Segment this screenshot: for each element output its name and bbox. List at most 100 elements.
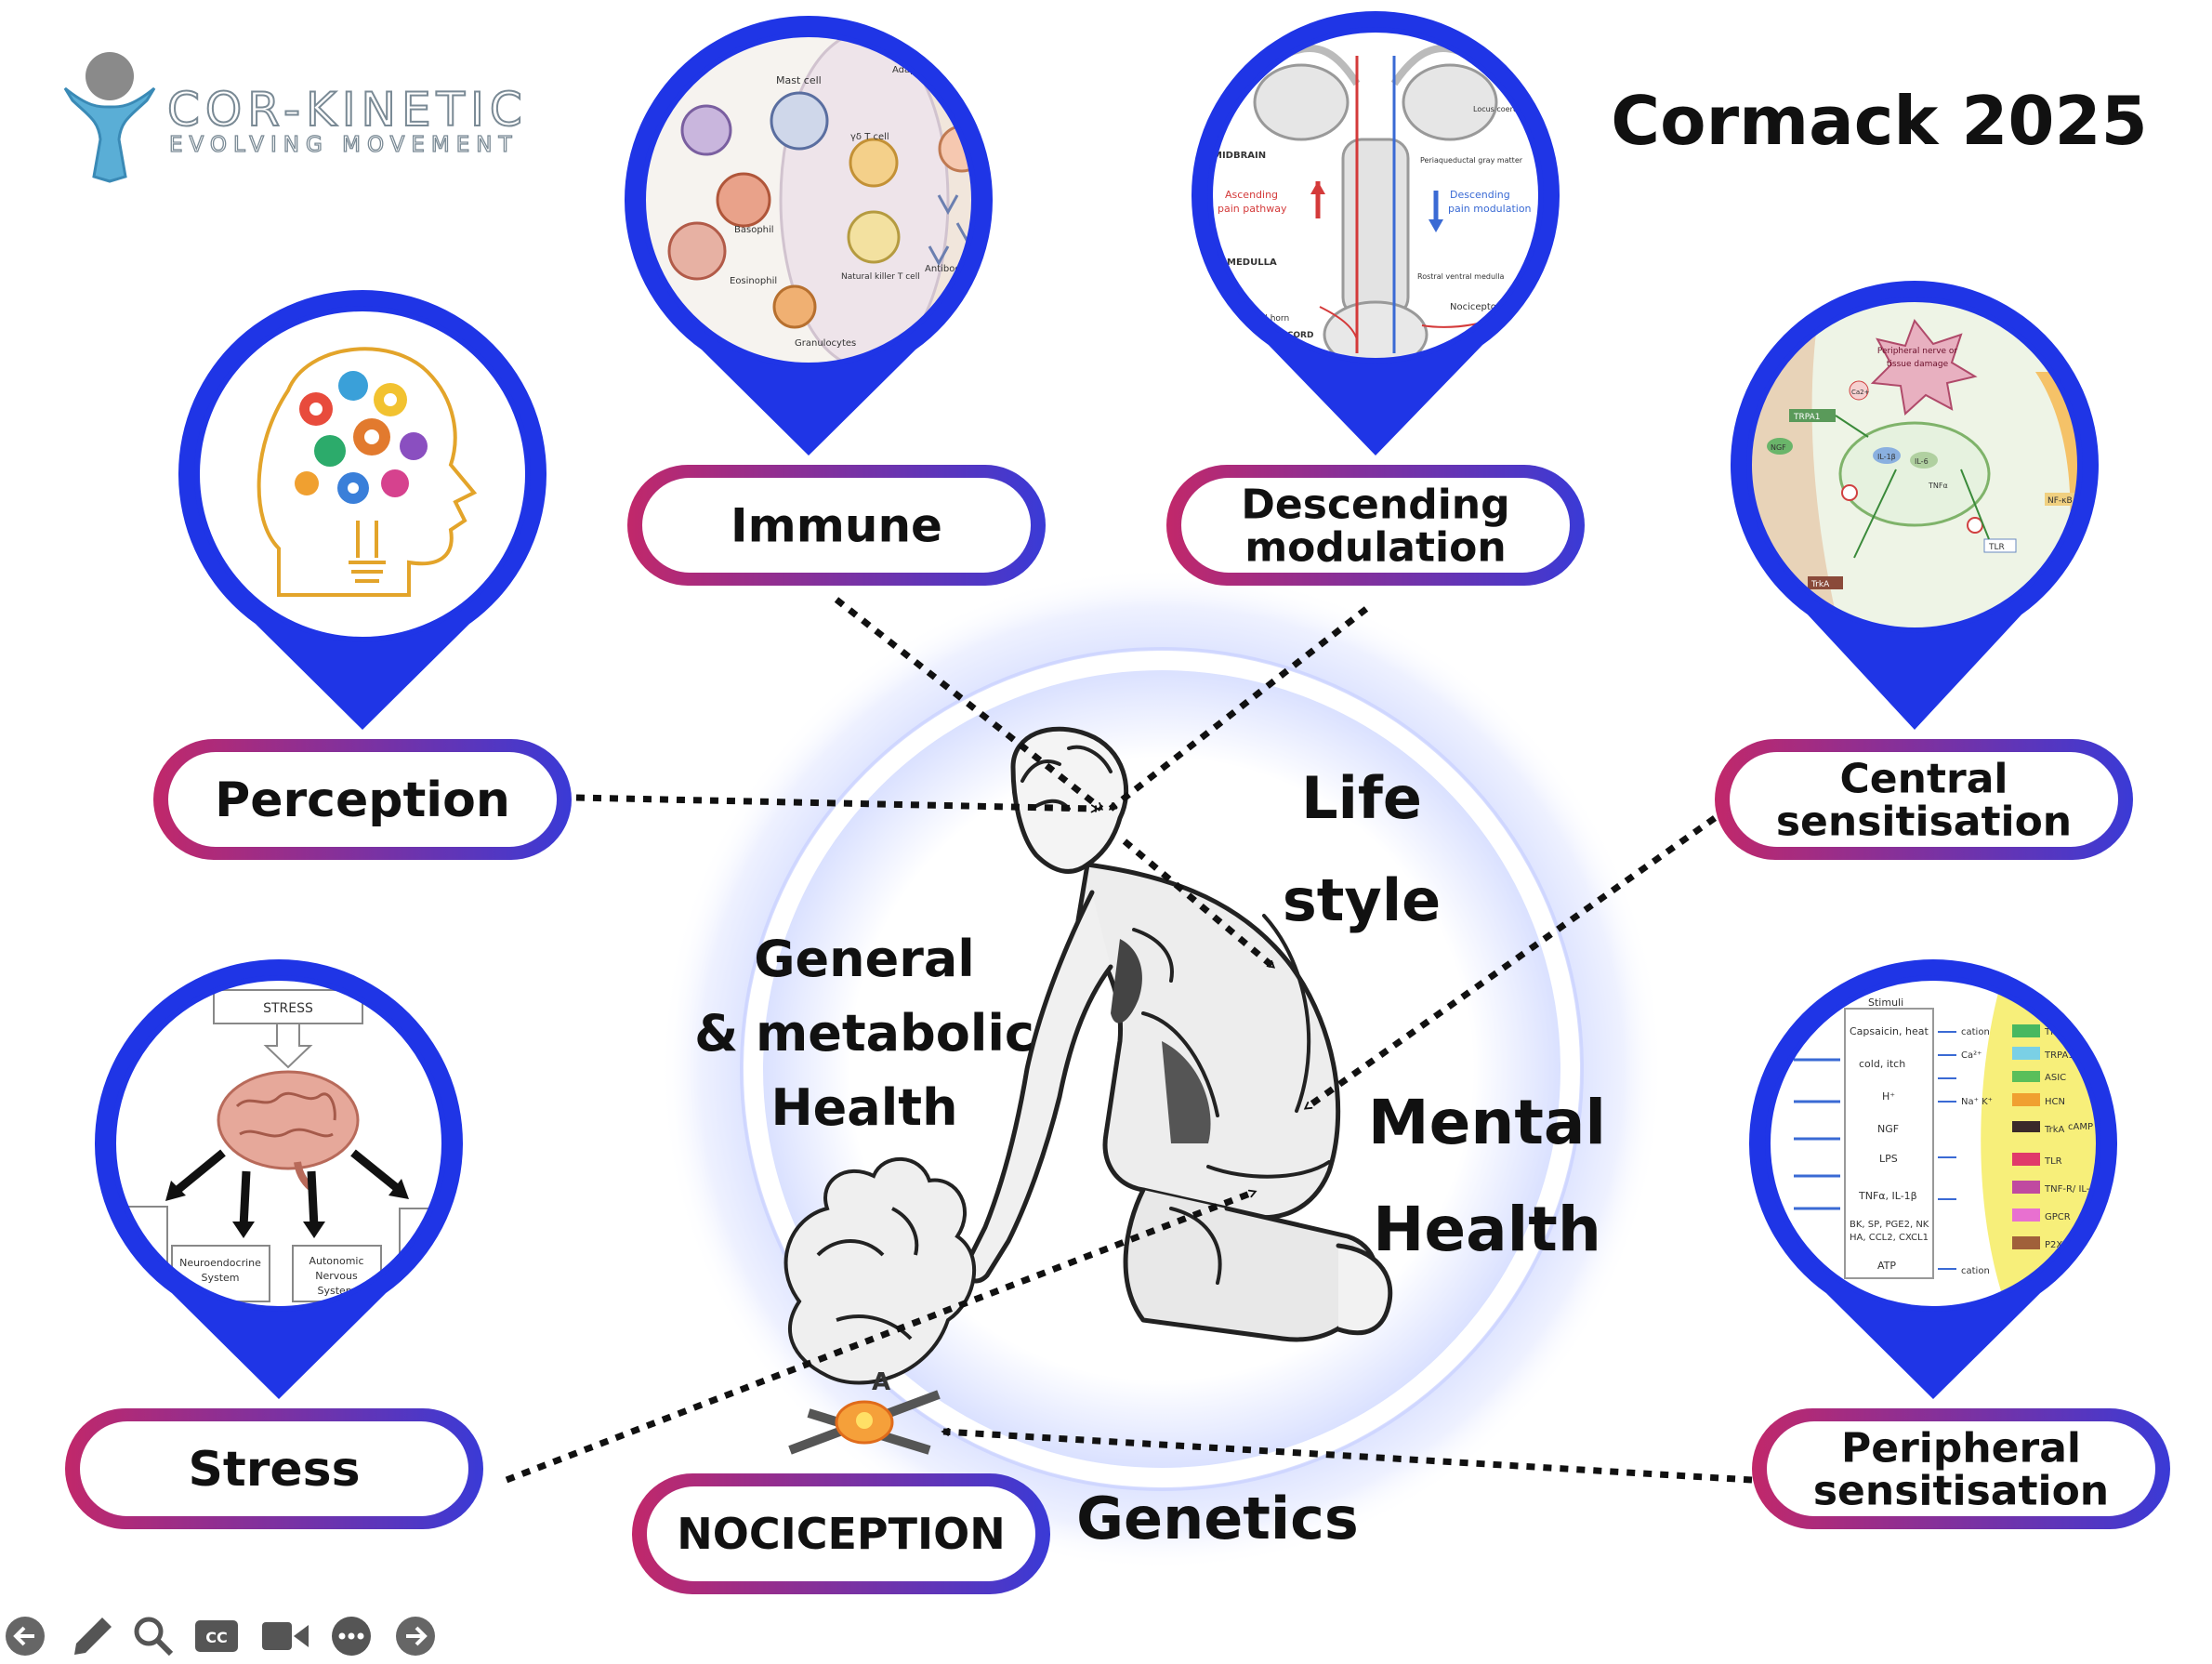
descending-arrow	[1108, 606, 1369, 812]
descending-pill-label-1: Descending	[1241, 481, 1509, 528]
next-slide-button[interactable]	[396, 1617, 435, 1656]
perception-pin-image	[197, 309, 528, 640]
descending-locus-label: Locus coeruleus	[1473, 105, 1533, 113]
page-title: Cormack 2025	[1611, 82, 2147, 160]
lifestyle-line-1: Life	[1301, 764, 1422, 832]
central-trka-label: TrkA	[1810, 580, 1830, 589]
nociception-pill-body	[647, 1486, 1035, 1581]
genetics-label: Genetics	[1076, 1485, 1359, 1552]
central-ngf-label: NGF	[1771, 443, 1786, 452]
logo-tagline-text: EVOLVING MOVEMENT	[169, 133, 519, 157]
peripheral-bk-label-2: HA, CCL2, CXCL1	[1850, 1233, 1929, 1243]
immune-pill-label-1: Immune	[731, 499, 942, 553]
magnifier-icon	[134, 1617, 164, 1646]
lifestyle-line-2: style	[1283, 866, 1441, 934]
pin-rings	[111, 27, 2101, 1312]
peripheral-trpa1-label: TRPA1	[2044, 1050, 2074, 1061]
peripheral-pin-image: Stimuli Capsaicin, heat cold, itch H⁺ NG…	[1768, 978, 2102, 1309]
immune-eosinophil-label: Eosinophil	[730, 276, 777, 286]
peripheral-trka-label: TrkA	[2044, 1125, 2065, 1135]
peripheral-hcn-label: HCN	[2045, 1097, 2065, 1107]
stress-pill-body	[80, 1421, 468, 1516]
peripheral-capsaicin-label: Capsaicin, heat	[1850, 1025, 1929, 1037]
peripheral-ngf-label: NGF	[1877, 1123, 1899, 1135]
peripheral-asic-label: ASIC	[2045, 1073, 2066, 1083]
central-pin-ring	[1746, 297, 2083, 633]
peripheral-h-label: H⁺	[1882, 1090, 1895, 1103]
peripheral-tnf-label: TNFα, IL-1β	[1858, 1190, 1917, 1202]
central-il1-label: IL-1β	[1877, 453, 1896, 461]
kneeling-figure-illustration	[963, 726, 1393, 1342]
stress-auto-label-1: Autonomic	[309, 1255, 363, 1267]
immune-arrow	[834, 597, 1104, 812]
peripheral-lps-label: LPS	[1879, 1153, 1898, 1165]
mental-health-line-1: Mental	[1368, 1087, 1606, 1158]
peripheral-pin-ring	[1765, 975, 2101, 1312]
stress-pin-ring	[111, 975, 447, 1312]
central-pill-body	[1730, 752, 2118, 847]
arrow-left-icon	[13, 1626, 34, 1646]
peripheral-ca-label: Ca²⁺	[1961, 1050, 1982, 1061]
central-tlr-label: TLR	[1988, 543, 2005, 552]
immune-mast-label: Mast cell	[776, 74, 822, 86]
nociception-pill: NOCICEPTION	[632, 1473, 1050, 1594]
central-damage-label-1: Peripheral nerve or	[1877, 347, 1958, 356]
peripheral-cation-label: cation	[1961, 1027, 1990, 1037]
central-pin-image: Peripheral nerve or tissue damage TRPA1 …	[1749, 299, 2080, 630]
peripheral-bk-label-1: BK, SP, PGE2, NK	[1850, 1220, 1929, 1230]
mental-health-line-2: Health	[1373, 1194, 1601, 1265]
descending-pin-image: MIDBRAIN MEDULLA Dorsal horn SPINAL CORD…	[1210, 30, 1541, 361]
logo-head-icon	[86, 52, 134, 100]
zoom-button[interactable]	[134, 1617, 174, 1657]
central-pill-label-2: sensitisation	[1776, 799, 2072, 846]
perception-pin-ring	[194, 306, 531, 642]
general-health-line-1: General	[754, 930, 975, 988]
more-options-button[interactable]	[332, 1617, 371, 1656]
video-camera-icon	[262, 1622, 292, 1650]
central-il6-label: IL-6	[1915, 457, 1929, 466]
stress-top-label: STRESS	[263, 1001, 313, 1016]
descending-ascending-label-2: pain pathway	[1218, 203, 1287, 215]
peripheral-pill-label-2: sensitisation	[1813, 1468, 2109, 1515]
peripheral-tlr-label: TLR	[2044, 1156, 2062, 1167]
descending-pill-body	[1181, 478, 1570, 573]
descending-medulla-label: MEDULLA	[1227, 258, 1277, 268]
immune-pin-image: Mast cell Basophil Eosinophil Granulocyt…	[643, 34, 974, 365]
center-labels: Life style General & metabolic Health Me…	[694, 764, 1606, 1552]
cc-icon: CC	[205, 1629, 227, 1646]
fire-illustration: A	[783, 1156, 977, 1455]
perception-pill: Perception	[153, 739, 572, 860]
immune-granulocytes-label: Granulocytes	[795, 338, 856, 349]
peripheral-cold-label: cold, itch	[1859, 1058, 1905, 1070]
central-nfkb-label: NF-κB	[2047, 496, 2073, 506]
stress-neuro-label-2: System	[201, 1272, 239, 1284]
descending-pill-label-2: modulation	[1244, 524, 1506, 572]
descending-descending-label-1: Descending	[1450, 189, 1510, 201]
descending-ascending-label-1: Ascending	[1225, 189, 1278, 201]
peripheral-tnfr-label: TNF-R/ IL-1R	[2044, 1184, 2102, 1195]
descending-midbrain-label: MIDBRAIN	[1213, 151, 1266, 161]
perception-arrow	[575, 794, 1097, 809]
immune-pill-body	[642, 478, 1031, 573]
immune-gdt-label: γδ T cell	[850, 132, 889, 142]
closed-captions-button[interactable]: CC	[195, 1620, 238, 1652]
previous-slide-button[interactable]	[6, 1617, 45, 1656]
nociception-pill-label-1: NOCICEPTION	[677, 1509, 1005, 1559]
connector-arrows	[505, 597, 1753, 1484]
video-button[interactable]	[262, 1622, 309, 1650]
peripheral-arrow	[943, 1432, 1753, 1484]
immune-pill: Immune	[627, 465, 1046, 586]
peripheral-pill-body	[1767, 1421, 2155, 1516]
central-tnf-label: TNFα	[1928, 482, 1948, 490]
nociception-marker-label: A	[872, 1368, 890, 1396]
pen-tool-button[interactable]	[74, 1618, 112, 1655]
central-damage-label-2: tissue damage	[1887, 360, 1949, 369]
immune-nkt-label: Natural killer T cell	[841, 272, 920, 282]
immune-basophil-label: Basophil	[734, 225, 774, 235]
perception-pill-body	[168, 752, 557, 847]
presentation-toolbar: CC	[6, 1617, 435, 1657]
immune-pin-ring	[640, 32, 977, 368]
